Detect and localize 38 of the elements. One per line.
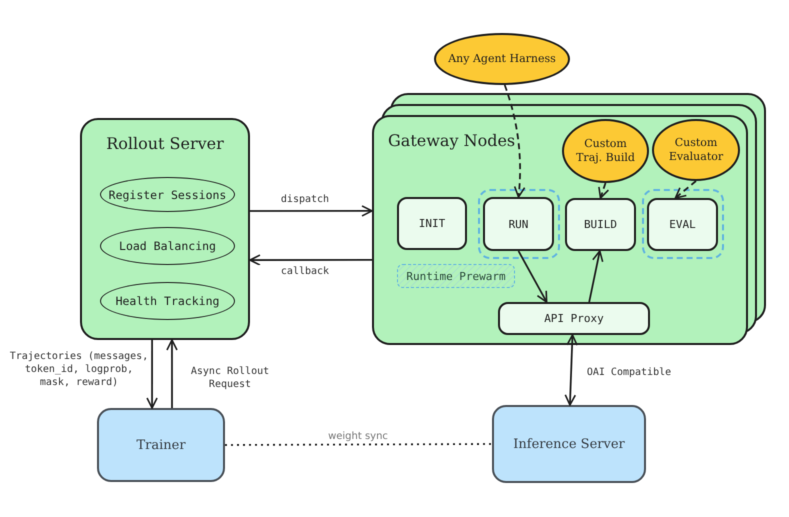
- node-label: Runtime Prewarm: [406, 270, 506, 282]
- stage-box: [647, 198, 718, 251]
- node-label: API Proxy: [544, 312, 604, 325]
- stage-box: [397, 197, 467, 250]
- dotted-line: [225, 443, 492, 446]
- node-title: Rollout Server: [106, 134, 224, 153]
- stage-box: [565, 198, 636, 251]
- node-label: RUN: [508, 218, 528, 230]
- node-label: Inference Server: [513, 436, 625, 452]
- arrow: [250, 205, 373, 217]
- stage-box: [483, 197, 554, 251]
- node-label: Custom Evaluator: [668, 136, 724, 164]
- arrow: [166, 339, 178, 408]
- gateway-box: [372, 115, 748, 345]
- server-box: [492, 405, 646, 483]
- node-label: Register Sessions: [108, 188, 226, 202]
- trainer-box: [97, 408, 225, 482]
- feature-ellipse: [100, 282, 235, 320]
- feature-ellipse: [100, 177, 235, 212]
- node-label: Any Agent Harness: [447, 52, 557, 66]
- proxy-box: [498, 302, 650, 335]
- prewarm-band: [397, 264, 515, 288]
- node-label: Trainer: [136, 438, 186, 452]
- arrow: [146, 340, 158, 409]
- node-label: BUILD: [584, 218, 618, 231]
- arrow: [564, 334, 578, 406]
- arrow: [588, 250, 604, 302]
- arrow: [504, 84, 526, 198]
- server-box: [80, 118, 250, 340]
- node-label: Health Tracking: [116, 294, 220, 308]
- node-label: EVAL: [669, 218, 696, 231]
- arrow: [249, 254, 372, 266]
- node-title: Gateway Nodes: [388, 131, 516, 150]
- arrow: [598, 182, 610, 199]
- feature-ellipse: [100, 227, 235, 265]
- node-label: Custom Traj. Build: [575, 137, 636, 165]
- node-label: INIT: [418, 217, 446, 230]
- node-label: Load Balancing: [119, 239, 216, 253]
